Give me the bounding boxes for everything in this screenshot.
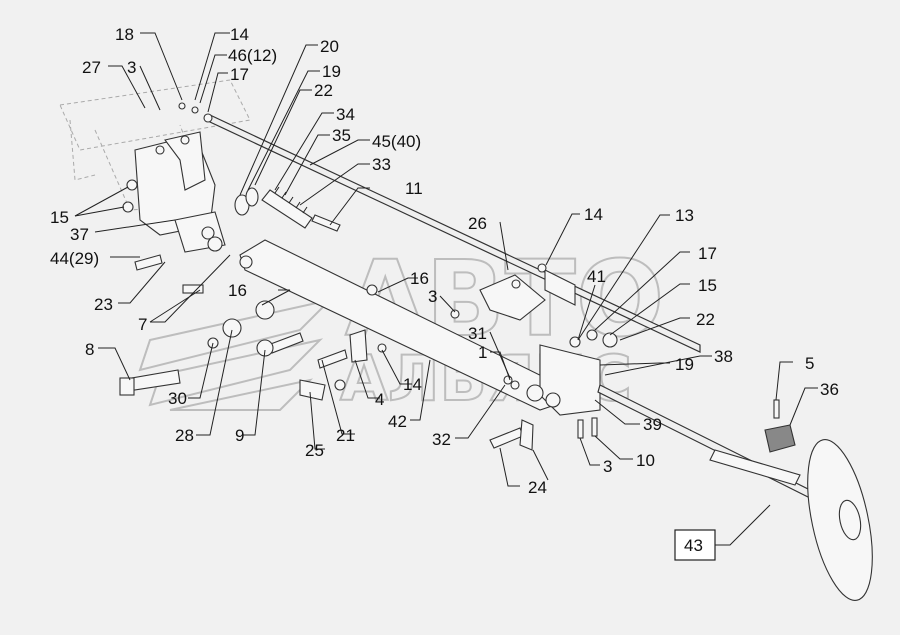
callout-labels: 18 14 46(12) 27 3 17 20 19 22 34 35 45(4… (50, 25, 839, 561)
callout-28: 28 (175, 426, 194, 445)
callout-7: 7 (138, 315, 147, 334)
callout-18: 18 (115, 25, 134, 44)
callout-23: 23 (94, 295, 113, 314)
callout-10: 10 (636, 451, 655, 470)
callout-3-mid: 3 (428, 287, 437, 306)
callout-3-low: 3 (603, 457, 612, 476)
callout-25: 25 (305, 441, 324, 460)
callout-16-right: 16 (410, 269, 429, 288)
leader-lines (74, 32, 818, 546)
callout-11: 11 (405, 179, 423, 198)
callout-46-12: 46(12) (228, 46, 277, 65)
middle-bracket (479, 263, 576, 321)
callout-22: 22 (314, 81, 333, 100)
spring-assembly (234, 186, 341, 232)
callout-34: 34 (336, 105, 355, 124)
callout-20: 20 (320, 37, 339, 56)
callout-15-right: 15 (698, 276, 717, 295)
callout-33: 33 (372, 155, 391, 174)
callout-3: 3 (127, 58, 136, 77)
callout-1: 1 (478, 343, 487, 362)
callout-41: 41 (587, 267, 606, 286)
callout-45-40: 45(40) (372, 132, 421, 151)
callout-22-right: 22 (696, 310, 715, 329)
callout-14-mid: 14 (403, 375, 422, 394)
callout-5: 5 (805, 354, 814, 373)
long-rod (178, 102, 701, 353)
callout-16: 16 (228, 281, 247, 300)
callout-14: 14 (230, 25, 249, 44)
hinge-plate (526, 329, 618, 416)
callout-14-right: 14 (584, 205, 603, 224)
callout-8: 8 (85, 340, 94, 359)
loose-parts (119, 254, 598, 451)
callout-36: 36 (820, 380, 839, 399)
callout-4: 4 (375, 390, 384, 409)
callout-37: 37 (70, 225, 89, 244)
callout-27: 27 (82, 58, 101, 77)
callout-39: 39 (643, 415, 662, 434)
callout-42: 42 (388, 412, 407, 431)
callout-15: 15 (50, 208, 69, 227)
cutting-disc (597, 384, 873, 601)
callout-19: 19 (322, 62, 341, 81)
callout-13: 13 (675, 206, 694, 225)
callout-44-29: 44(29) (50, 249, 99, 268)
callout-9: 9 (235, 426, 244, 445)
callout-26: 26 (468, 214, 487, 233)
callout-32: 32 (432, 430, 451, 449)
callout-30: 30 (168, 389, 187, 408)
callout-24: 24 (528, 478, 547, 497)
callout-19-right: 19 (675, 355, 694, 374)
callout-38: 38 (714, 347, 733, 366)
callout-17-right: 17 (698, 244, 717, 263)
mounting-bracket (122, 131, 226, 253)
callout-43: 43 (684, 536, 703, 555)
callout-21: 21 (336, 426, 355, 445)
callout-17: 17 (230, 65, 249, 84)
callout-31: 31 (468, 324, 487, 343)
callout-35: 35 (332, 126, 351, 145)
callout-43-box (674, 529, 716, 561)
